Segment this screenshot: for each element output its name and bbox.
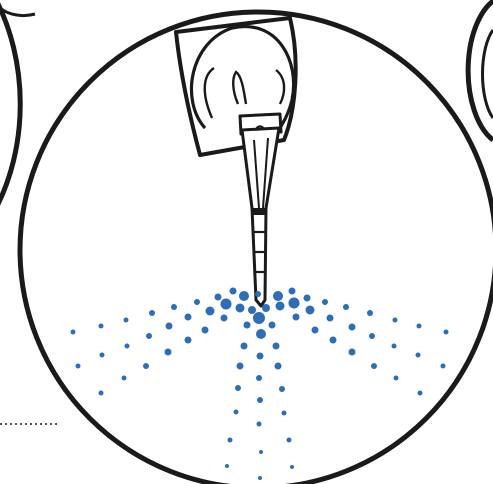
spray-droplet <box>201 326 209 334</box>
spray-droplet <box>256 329 266 339</box>
spray-droplet <box>393 375 399 381</box>
spray-droplet <box>184 336 192 344</box>
spray-droplet <box>256 421 262 427</box>
spray-droplet <box>149 310 155 316</box>
spray-droplet <box>235 385 241 391</box>
handpiece-bulb-detail-center <box>232 70 248 105</box>
spray-droplet <box>164 348 172 356</box>
spray-droplet <box>279 386 285 392</box>
spray-droplet <box>272 342 280 350</box>
spray-droplet <box>236 362 244 370</box>
spray-droplet <box>262 304 270 312</box>
tip-shaft <box>240 126 281 308</box>
spray-droplet <box>229 287 237 295</box>
spray-droplet <box>256 352 264 360</box>
spray-droplet <box>416 323 422 329</box>
spray-droplet <box>255 291 261 297</box>
spray-droplet <box>288 287 296 295</box>
spray-droplet <box>220 314 228 322</box>
instrument-tip <box>238 112 283 308</box>
spray-droplet <box>171 304 177 310</box>
spray-droplet <box>303 294 311 302</box>
spray-droplet <box>243 321 251 329</box>
tip-depth-marks <box>252 230 266 274</box>
spray-droplet <box>290 465 294 469</box>
spray-droplet <box>194 299 200 305</box>
spray-droplet <box>253 312 265 324</box>
spray-droplet <box>248 306 256 314</box>
spray-droplet <box>371 363 377 369</box>
spray-droplet <box>214 293 222 301</box>
spray-droplet <box>288 297 300 309</box>
spray-droplet <box>343 304 349 310</box>
handpiece-bulb-detail-left <box>203 67 215 119</box>
tip-band <box>251 208 267 215</box>
spray-droplet <box>273 291 283 301</box>
spray-droplet <box>233 409 239 415</box>
tip-taper-line <box>253 137 269 209</box>
spray-droplet <box>220 298 232 310</box>
spray-droplet <box>367 310 373 316</box>
spray-droplet <box>274 362 282 370</box>
spray-droplet <box>98 323 104 329</box>
spray-droplet <box>239 291 249 301</box>
spray-droplet <box>348 323 356 331</box>
handpiece-bulb-detail-right <box>275 69 286 105</box>
spray-droplet <box>326 314 334 322</box>
spray-droplet <box>292 313 300 321</box>
spray-droplet <box>311 326 319 334</box>
right-neighbor-circle-inner <box>481 29 493 119</box>
spray-droplet <box>121 375 127 381</box>
spray-droplet <box>240 342 248 350</box>
spray-droplet <box>225 464 229 468</box>
spray-droplet <box>124 343 130 349</box>
spray-droplet <box>184 313 192 321</box>
spray-droplet <box>205 306 215 316</box>
spray-droplet <box>146 333 152 339</box>
spray-droplet <box>415 352 421 358</box>
spray-droplet <box>281 410 287 416</box>
spray-droplet <box>305 305 315 315</box>
right-neighbor-circle <box>465 0 493 142</box>
spray-droplet <box>417 390 423 396</box>
water-spray <box>70 287 449 480</box>
spray-droplet <box>258 476 262 480</box>
spray-droplet <box>440 363 446 369</box>
spray-droplet <box>391 343 397 349</box>
spray-droplet <box>286 437 292 443</box>
spray-droplet <box>227 437 233 443</box>
spray-droplet <box>268 321 276 329</box>
spray-droplet <box>75 363 81 369</box>
spray-droplet <box>123 317 129 323</box>
spray-droplet <box>165 322 173 330</box>
left-neighbor-circle-inner <box>0 6 36 18</box>
spray-droplet <box>392 317 398 323</box>
spray-droplet <box>70 329 76 335</box>
spray-droplet <box>99 352 105 358</box>
spray-droplet <box>275 301 285 311</box>
spray-droplet <box>369 333 375 339</box>
spray-droplet <box>329 336 337 344</box>
spray-droplet <box>143 363 149 369</box>
spray-droplet <box>257 397 263 403</box>
spray-droplet <box>348 348 356 356</box>
left-neighbor-circle <box>0 2 23 206</box>
spray-droplet <box>256 375 262 381</box>
spray-droplet <box>98 390 104 396</box>
spray-droplet <box>322 299 328 305</box>
spray-droplet <box>443 329 449 335</box>
spray-droplet <box>235 303 245 313</box>
spray-droplet <box>259 450 263 454</box>
